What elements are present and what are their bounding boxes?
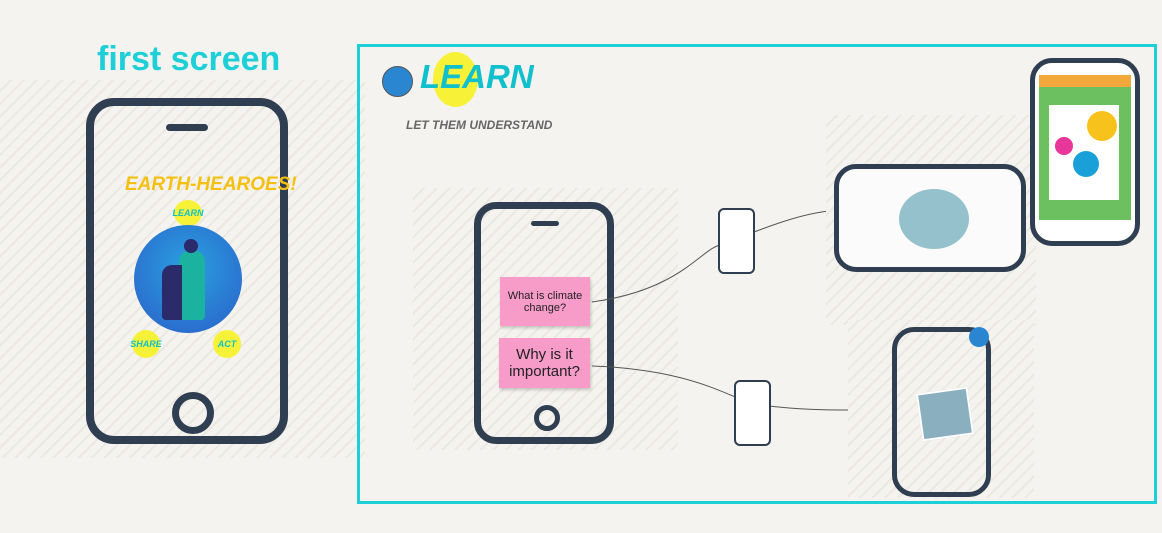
image-placeholder-icon — [915, 386, 975, 442]
infographic-circle — [1055, 137, 1073, 155]
hero-head-shape — [184, 239, 198, 253]
first-screen-title: first screen — [97, 40, 281, 78]
sticky-note[interactable]: Why is it important? — [499, 338, 590, 388]
learn-button[interactable]: LEARN — [173, 200, 204, 226]
app-title: EARTH-HEAROES! — [125, 174, 297, 195]
images-phone[interactable] — [892, 327, 991, 497]
hero-cape-shape — [162, 265, 182, 320]
sticky-note[interactable]: What is climate change? — [500, 277, 590, 326]
learn-subtitle: LET THEM UNDERSTAND — [406, 118, 553, 132]
infographic-image — [1039, 75, 1131, 220]
home-button[interactable] — [172, 392, 214, 434]
speaker — [531, 221, 559, 226]
infographic-circle — [1073, 151, 1099, 177]
learn-title: LEARN — [420, 58, 534, 95]
home-button[interactable] — [534, 405, 560, 431]
infographic-phone[interactable] — [1030, 58, 1140, 246]
connector-line — [591, 365, 849, 411]
infographic-circle — [1087, 111, 1117, 141]
sketch-phone[interactable] — [718, 208, 755, 274]
connector-line — [591, 209, 841, 303]
infographic-header-bar — [1039, 75, 1131, 87]
first-screen-phone[interactable] — [86, 98, 288, 444]
questions-phone[interactable] — [474, 202, 614, 444]
avatar — [382, 66, 413, 97]
sketch-phone[interactable] — [734, 380, 771, 446]
tablet-mockup[interactable] — [834, 164, 1026, 272]
learn-highlight — [433, 52, 478, 107]
act-button[interactable]: ACT — [213, 330, 241, 358]
hero-body-shape — [179, 250, 205, 320]
avatar — [969, 327, 989, 347]
speaker — [166, 124, 208, 131]
share-button[interactable]: SHARE — [130, 330, 162, 358]
superhero-image — [134, 225, 242, 333]
earth-sketch — [899, 189, 969, 249]
learn-frame[interactable] — [357, 44, 1157, 504]
